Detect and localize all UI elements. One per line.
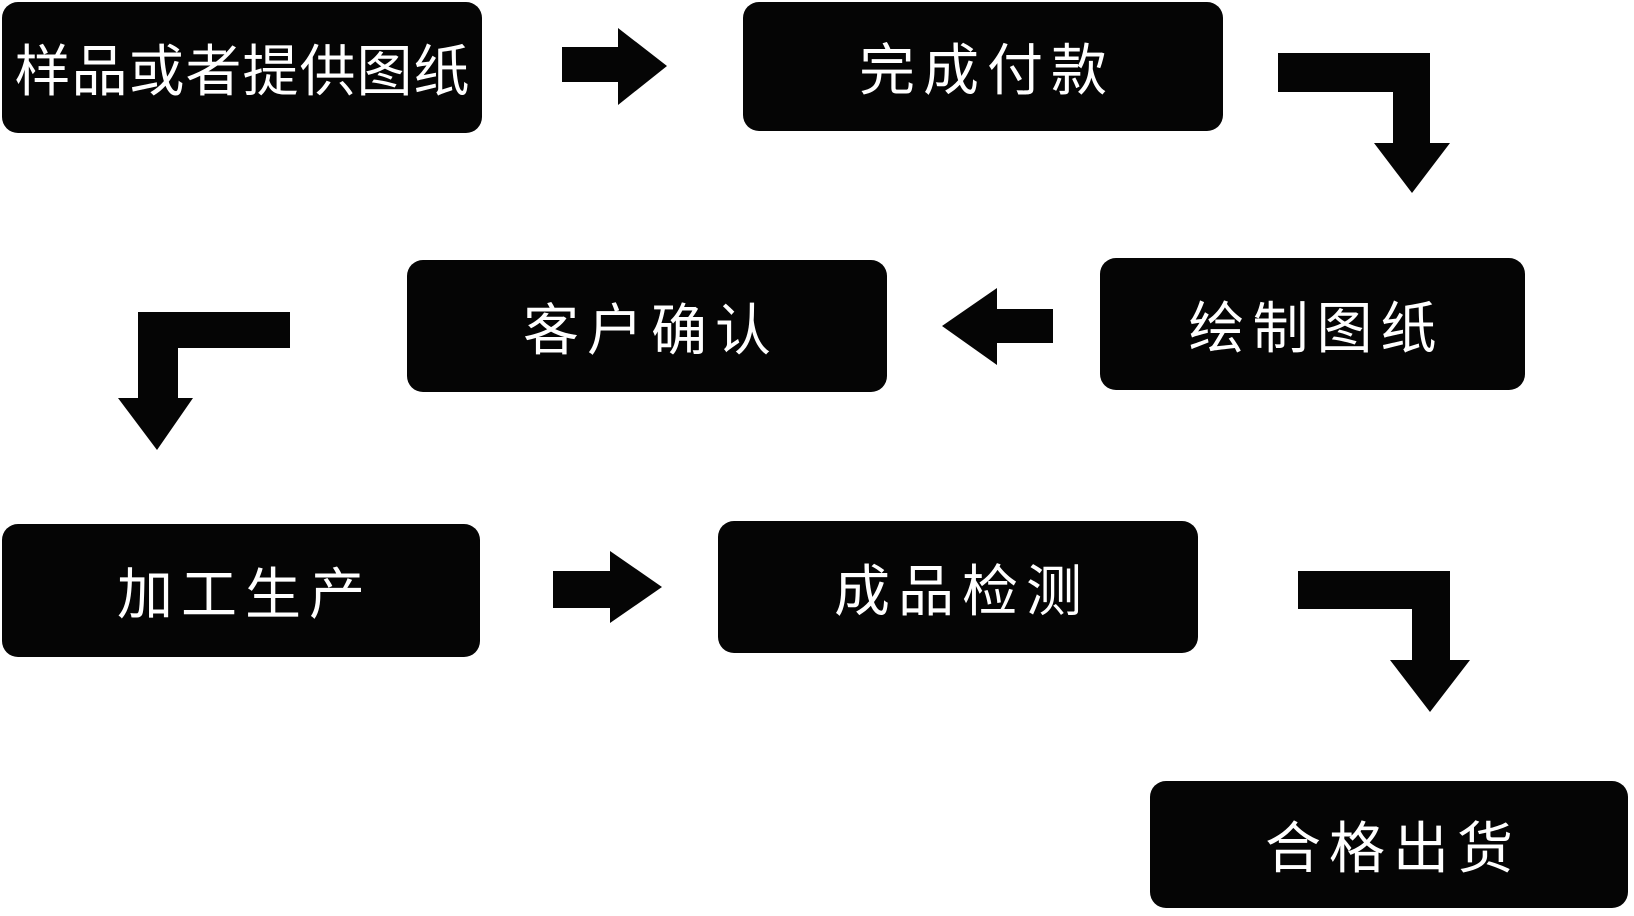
- arrow-sample-to-payment-icon: [562, 28, 667, 105]
- flow-node-shipment-label: 合格出货: [1265, 817, 1521, 880]
- flow-node-sample: 样品或者提供图纸: [2, 2, 482, 133]
- arrow-confirm-to-production-icon: [118, 312, 290, 450]
- arrow-production-to-inspection-icon: [553, 551, 662, 623]
- flow-node-inspection-label: 成品检测: [834, 559, 1090, 623]
- flow-node-shipment: 合格出货: [1150, 781, 1628, 908]
- flow-node-sample-label: 样品或者提供图纸: [14, 40, 471, 103]
- flow-node-production: 加工生产: [2, 524, 480, 657]
- flow-node-drawing: 绘制图纸: [1100, 258, 1525, 390]
- arrow-inspection-to-shipment-icon: [1298, 571, 1470, 712]
- flow-node-drawing-label: 绘制图纸: [1188, 296, 1445, 360]
- flow-node-production-label: 加工生产: [117, 563, 373, 626]
- flow-node-payment: 完成付款: [743, 2, 1223, 131]
- flow-node-payment-label: 完成付款: [859, 39, 1115, 102]
- arrow-drawing-to-confirm-icon: [942, 288, 1053, 365]
- flow-node-inspection: 成品检测: [718, 521, 1198, 653]
- arrow-payment-to-drawing-icon: [1278, 53, 1450, 193]
- flow-node-confirm: 客户确认: [407, 260, 887, 392]
- flow-node-confirm-label: 客户确认: [523, 298, 779, 362]
